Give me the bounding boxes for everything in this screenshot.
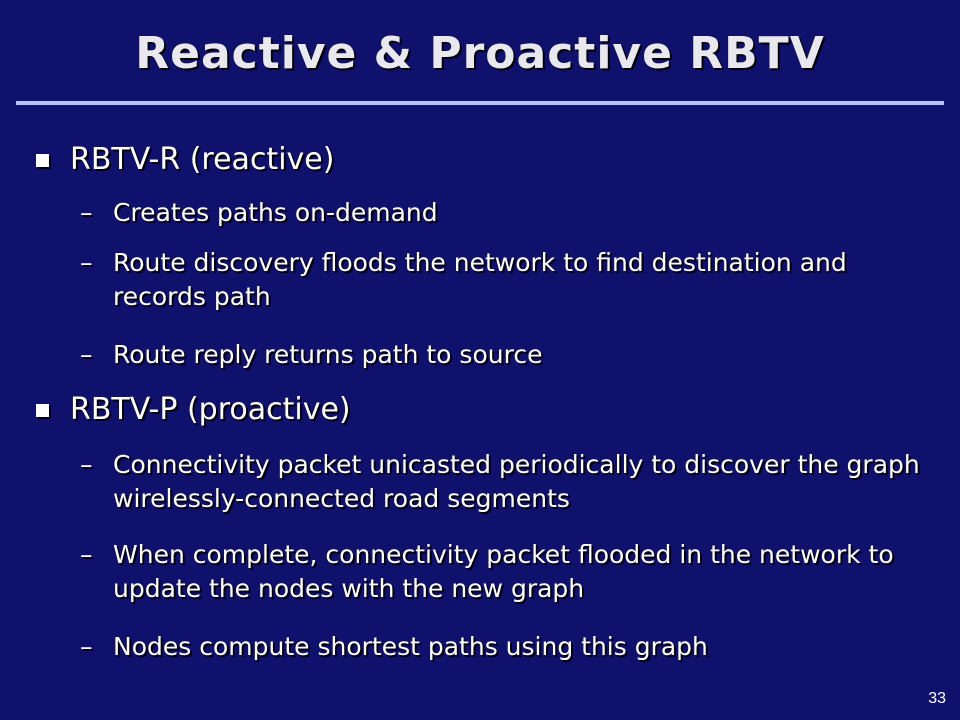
dash-marker: – — [80, 450, 93, 479]
bullet-text: RBTV-R (reactive) — [70, 142, 335, 177]
sub-item: – Connectivity packet unicasted periodic… — [80, 448, 940, 516]
sub-item-text: Connectivity packet unicasted periodical… — [113, 450, 920, 513]
bullet-item-reactive: RBTV-R (reactive) — [36, 142, 334, 178]
bullet-item-proactive: RBTV-P (proactive) — [36, 392, 351, 428]
title-underline — [16, 101, 944, 105]
sub-item-text: Route discovery floods the network to fi… — [113, 248, 847, 311]
sub-item: – Creates paths on-demand — [80, 196, 940, 230]
page-number: 33 — [928, 690, 946, 707]
dash-marker: – — [80, 248, 93, 277]
dash-marker: – — [80, 540, 93, 569]
sub-item-text: Route reply returns path to source — [113, 340, 543, 369]
bullet-text: RBTV-P (proactive) — [70, 392, 351, 427]
sub-item: – Route discovery floods the network to … — [80, 246, 940, 314]
sub-item-text: When complete, connectivity packet flood… — [113, 540, 894, 603]
sub-item: – Route reply returns path to source — [80, 338, 940, 372]
dash-marker: – — [80, 632, 93, 661]
square-bullet-icon — [36, 403, 49, 417]
dash-marker: – — [80, 198, 93, 227]
sub-item-text: Creates paths on-demand — [113, 198, 438, 227]
sub-item: – Nodes compute shortest paths using thi… — [80, 630, 940, 664]
square-bullet-icon — [36, 153, 49, 167]
dash-marker: – — [80, 340, 93, 369]
sub-item: – When complete, connectivity packet flo… — [80, 538, 940, 606]
slide-title: Reactive & Proactive RBTV — [135, 28, 825, 79]
sub-item-text: Nodes compute shortest paths using this … — [113, 632, 708, 661]
